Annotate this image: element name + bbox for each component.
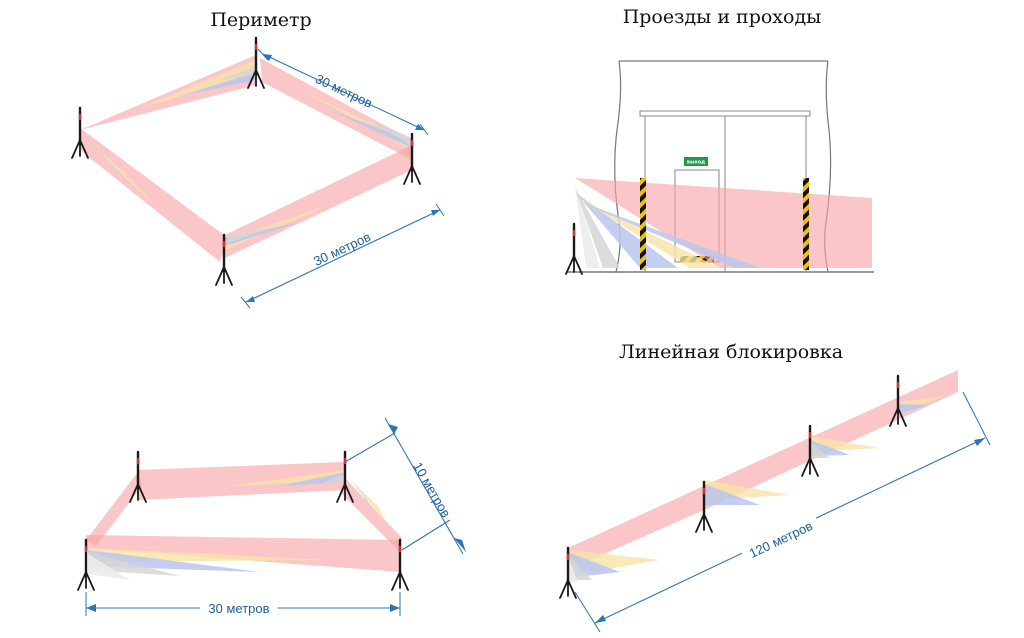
perimeter-panel: Периметр: [70, 9, 445, 309]
corridor-dimension-side: 10 метров: [344, 417, 466, 555]
exit-sign-icon: выход: [684, 157, 708, 166]
passage-beams: [575, 178, 872, 268]
linear-panel: Линейная блокировка 120 метров: [558, 341, 991, 633]
corridor-panel: 10 метров 30 метров: [76, 417, 466, 616]
linear-dim-label: 120 метров: [747, 518, 815, 561]
perimeter-beams: [80, 55, 412, 262]
corridor-beams: [86, 462, 402, 580]
linear-beams: [568, 370, 958, 582]
corridor-dim-bottom-label: 30 метров: [208, 601, 269, 616]
exit-sign-label: выход: [687, 160, 705, 166]
hazard-post-left: [640, 178, 646, 270]
passages-title: Проезды и проходы: [623, 6, 822, 28]
passages-panel: Проезды и проходы выход: [564, 6, 874, 276]
perimeter-title: Периметр: [210, 9, 311, 31]
hazard-post-right: [803, 178, 809, 270]
tripod-detector-icon: [564, 222, 584, 276]
linear-dimension: 120 метров: [574, 391, 991, 633]
corridor-dim-side-label: 10 метров: [410, 460, 454, 521]
building-wall: [566, 60, 874, 273]
linear-title: Линейная блокировка: [619, 341, 843, 363]
perimeter-dim-bottom-label: 30 метров: [311, 229, 373, 269]
corridor-dimension-bottom: 30 метров: [85, 592, 401, 616]
